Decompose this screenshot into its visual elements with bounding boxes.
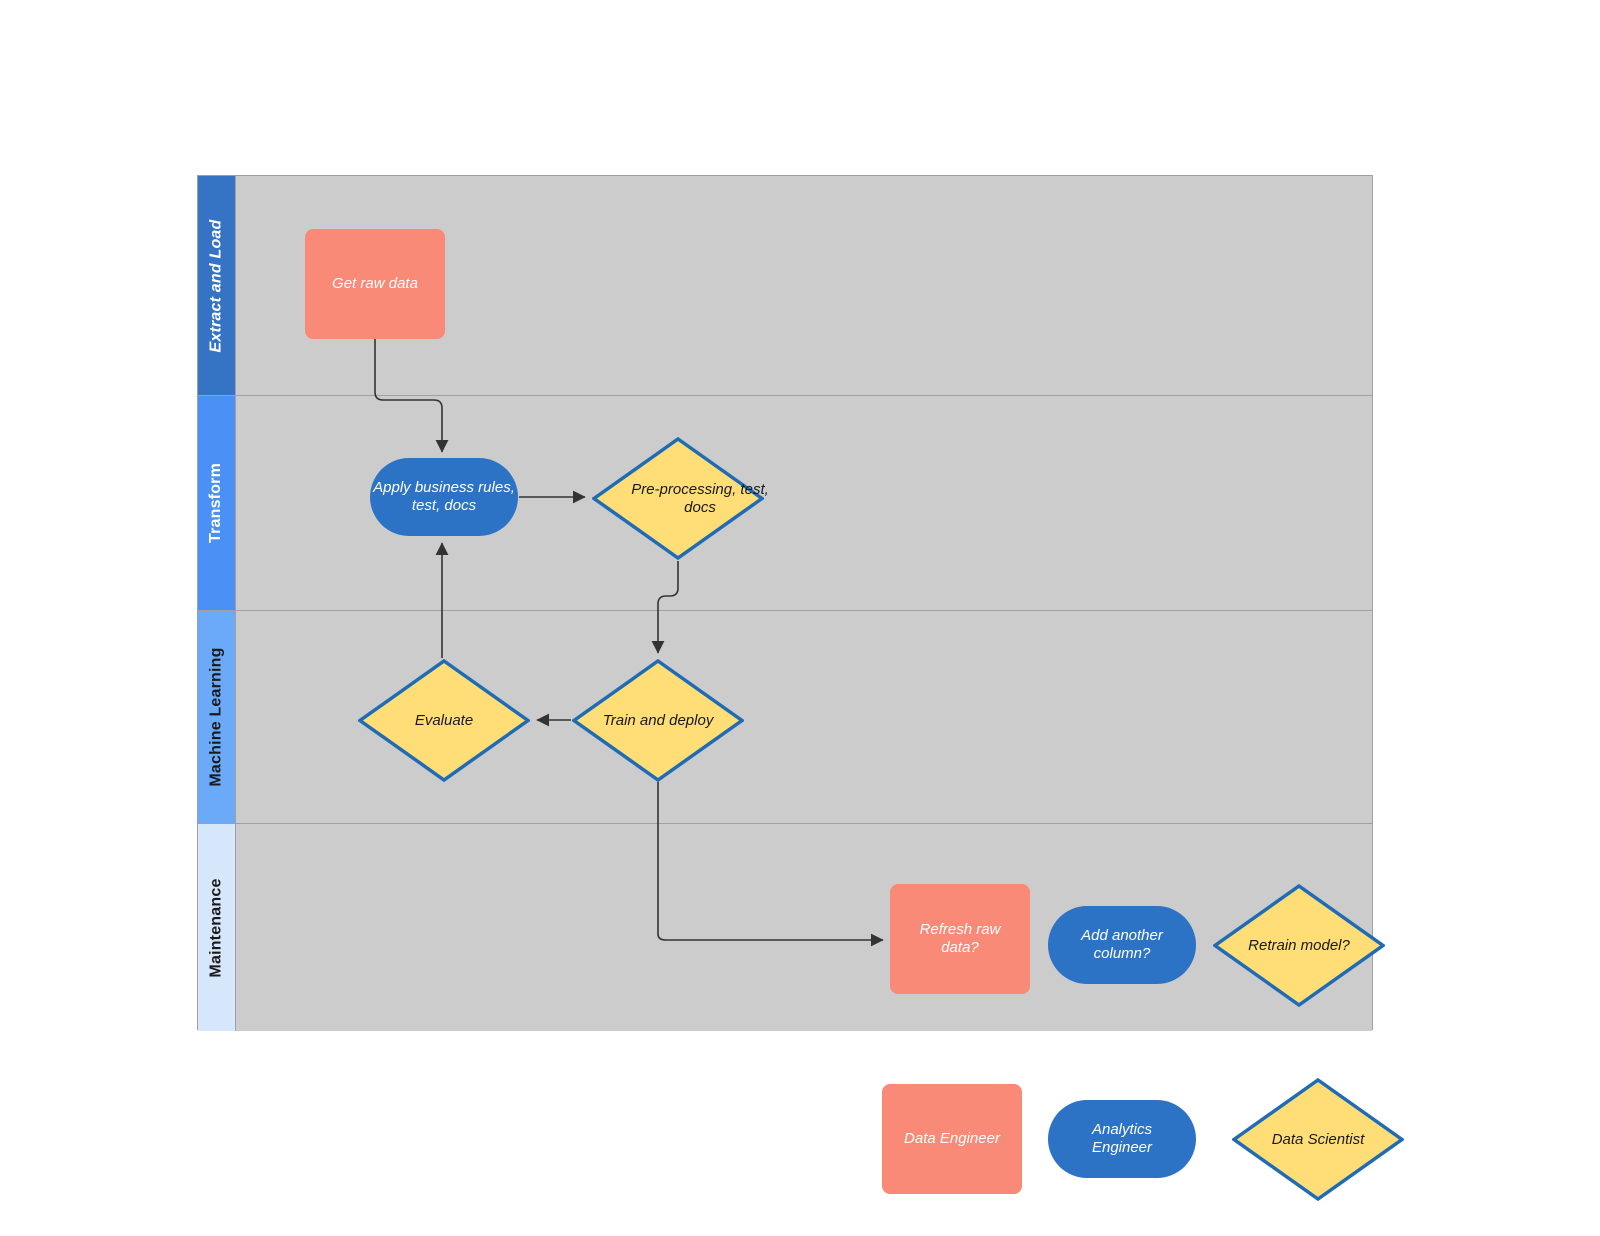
node-retrain-model[interactable]: Retrain model?	[1213, 884, 1385, 1007]
node-label-evaluate: Evaluate	[414, 711, 474, 729]
lane-body-maintenance	[236, 824, 1372, 1031]
node-get-raw-data[interactable]: Get raw data	[305, 229, 445, 339]
node-label-pre-processing: Pre-processing, test, docs	[631, 480, 769, 516]
node-label-retrain-model: Retrain model?	[1248, 936, 1350, 954]
legend-label-data-scientist: Data Scientist	[1271, 1130, 1365, 1148]
node-apply-business-rules[interactable]: Apply business rules, test, docs	[370, 458, 518, 536]
diamond-icon	[1232, 1078, 1404, 1201]
lane-label-machine-learning: Machine Learning	[207, 647, 225, 787]
legend-item-analytics-engineer[interactable]: Analytics Engineer	[1048, 1100, 1196, 1178]
diamond-icon	[592, 437, 764, 560]
lane-label-extract-and-load: Extract and Load	[207, 218, 225, 353]
diamond-icon	[572, 659, 744, 782]
node-refresh-raw-data[interactable]: Refresh raw data?	[890, 884, 1030, 994]
legend-label-data-engineer: Data Engineer	[904, 1130, 1000, 1147]
node-label-refresh-raw-data: Refresh raw data?	[919, 921, 1001, 956]
diamond-icon	[1213, 884, 1385, 1007]
node-label-get-raw-data: Get raw data	[332, 275, 418, 292]
node-pre-processing[interactable]: Pre-processing, test, docs	[592, 437, 769, 560]
node-label-add-another-column: Add another column?	[1081, 927, 1163, 962]
node-label-train-and-deploy: Train and deploy	[602, 711, 714, 729]
lane-label-transform: Transform	[207, 462, 225, 544]
diamond-icon	[358, 659, 530, 782]
lane-header-machine-learning[interactable]: Machine Learning	[198, 611, 236, 823]
legend-label-analytics-engineer: Analytics Engineer	[1091, 1121, 1153, 1156]
node-add-another-column[interactable]: Add another column?	[1048, 906, 1196, 984]
legend-item-data-engineer[interactable]: Data Engineer	[882, 1084, 1022, 1194]
lane-label-maintenance: Maintenance	[207, 877, 225, 978]
node-train-and-deploy[interactable]: Train and deploy	[572, 659, 744, 782]
legend-item-data-scientist[interactable]: Data Scientist	[1232, 1078, 1404, 1201]
node-label-apply-business-rules: Apply business rules, test, docs	[373, 479, 515, 514]
lane-header-maintenance[interactable]: Maintenance	[198, 824, 236, 1031]
node-evaluate[interactable]: Evaluate	[358, 659, 530, 782]
lane-header-extract-and-load[interactable]: Extract and Load	[198, 176, 236, 395]
lane-header-transform[interactable]: Transform	[198, 396, 236, 610]
